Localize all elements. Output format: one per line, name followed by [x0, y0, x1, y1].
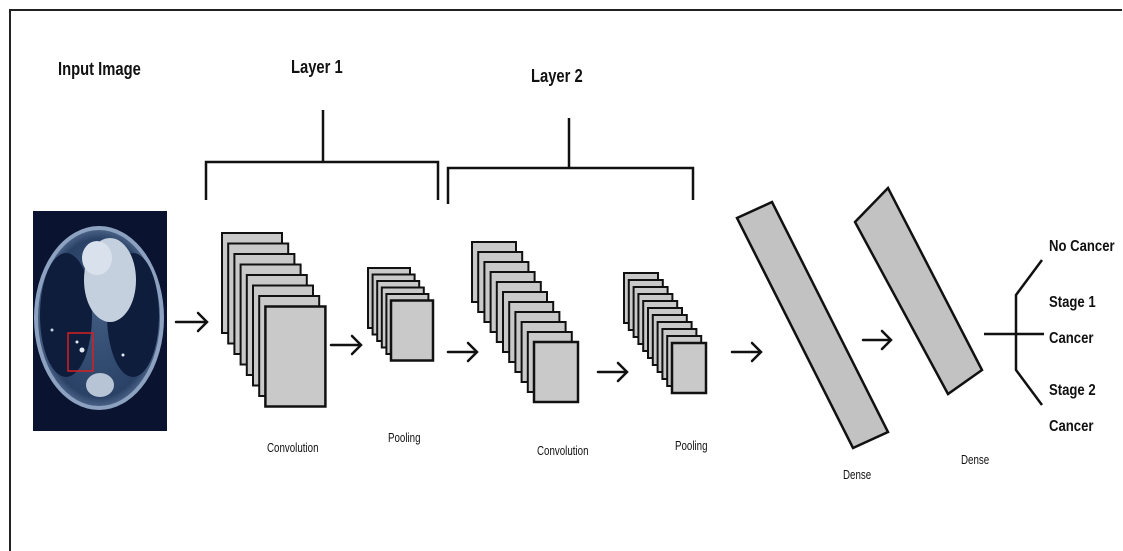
- arrow-right-icon: [329, 334, 363, 356]
- dense1-layer: [735, 200, 890, 450]
- dense2-layer: [853, 185, 984, 396]
- diagram-frame: [9, 9, 1122, 551]
- output-connector: [984, 259, 1044, 406]
- layer2-bracket: [446, 118, 695, 204]
- lesion-highlight-box: [67, 332, 94, 372]
- conv2-feature-maps: [471, 241, 580, 404]
- input-image-label: Input Image: [58, 59, 141, 79]
- output-stage1-line2: Cancer: [1049, 330, 1094, 347]
- output-stage1-line1: Stage 1: [1049, 294, 1096, 311]
- ct-scan-image: [33, 211, 167, 431]
- arrow-right-icon: [596, 361, 629, 383]
- feature-map: [389, 299, 435, 362]
- conv1-label: Convolution: [267, 440, 319, 455]
- cnn-diagram: [33, 110, 1044, 450]
- pool1-label: Pooling: [388, 430, 421, 445]
- layer1-bracket: [204, 110, 440, 200]
- conv2-label: Convolution: [537, 443, 589, 458]
- output-stage2-line1: Stage 2: [1049, 382, 1096, 399]
- feature-map: [532, 340, 580, 404]
- arrow-right-icon: [730, 341, 763, 363]
- output-stage2-line2: Cancer: [1049, 418, 1094, 435]
- pool1-feature-maps: [367, 267, 435, 362]
- conv1-feature-maps: [221, 232, 327, 408]
- arrow-right-icon: [861, 329, 893, 351]
- layer2-label: Layer 2: [531, 66, 583, 86]
- arrow-right-icon: [174, 311, 209, 333]
- arrow-right-icon: [446, 341, 479, 363]
- output-no-cancer: No Cancer: [1049, 238, 1115, 255]
- pool2-label: Pooling: [675, 438, 708, 453]
- pool2-feature-maps: [623, 272, 708, 395]
- layer1-label: Layer 1: [291, 57, 343, 77]
- feature-map: [670, 341, 708, 395]
- dense2-label: Dense: [961, 452, 990, 467]
- dense1-label: Dense: [843, 467, 872, 482]
- feature-map: [264, 305, 327, 408]
